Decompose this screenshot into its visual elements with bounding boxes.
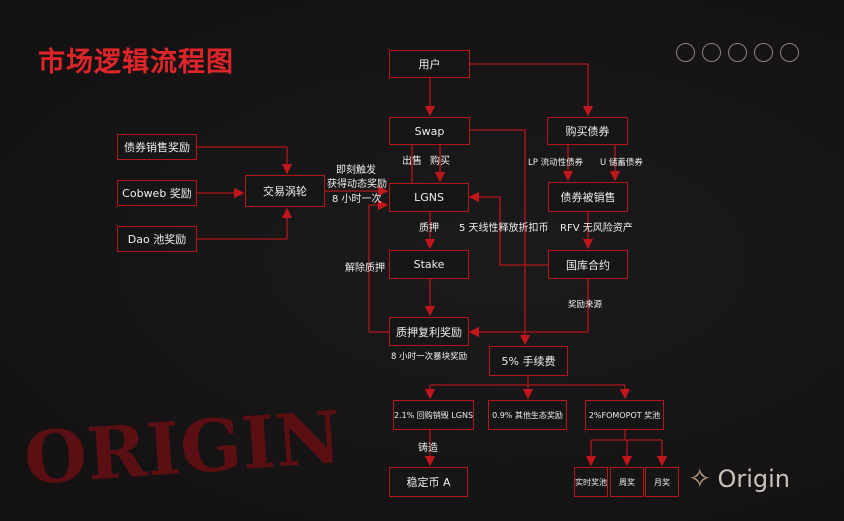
- bond-sold-node: 债券被销售: [548, 182, 628, 212]
- badge-icon: [676, 43, 695, 62]
- cobweb-node: Cobweb 奖励: [117, 180, 197, 206]
- badge-icon: [728, 43, 747, 62]
- badge-icon: [780, 43, 799, 62]
- rfv-label: RFV 无风险资产: [560, 223, 633, 234]
- turbine-node: 交易涡轮: [245, 175, 325, 207]
- monthly-node: 月奖: [645, 467, 679, 497]
- stablecoin-node: 稳定币 A: [389, 467, 468, 497]
- dynamic-reward-label: 获得动态奖励: [327, 179, 387, 190]
- logo-text: Origin: [717, 464, 791, 493]
- unstake-label: 解除质押: [345, 263, 385, 274]
- release-label: 5 天线性释放折扣币: [459, 223, 549, 234]
- origin-logo: ✧Origin: [688, 462, 790, 495]
- buy-label: 购买: [430, 156, 450, 167]
- dao-node: Dao 池奖励: [117, 226, 197, 252]
- lgns-node: LGNS: [389, 183, 469, 212]
- badge-icon: [754, 43, 773, 62]
- page-title: 市场逻辑流程图: [38, 47, 234, 78]
- logo-icon: ✧: [688, 462, 712, 495]
- partner-icons: [676, 43, 799, 62]
- rebase-label: 8 小时一次暴块奖励: [391, 352, 468, 362]
- u-bond-label: U 储蓄债券: [600, 158, 643, 168]
- pledge-label: 质押: [419, 223, 439, 234]
- mint-label: 铸造: [418, 443, 438, 454]
- eco-node: 0.9% 其他生态奖励: [488, 400, 567, 430]
- user-node: 用户: [389, 50, 470, 78]
- fomo-node: 2%FOMOPOT 奖池: [585, 400, 664, 430]
- buyback-node: 2.1% 回购销毁 LGNS: [393, 400, 474, 430]
- realtime-pool-node: 实时奖池: [574, 467, 608, 497]
- sell-label: 出售: [402, 156, 422, 167]
- buy-bond-node: 购买债券: [547, 117, 628, 145]
- interval-label: 8 小时一次: [332, 194, 382, 205]
- lp-bond-label: LP 流动性债券: [528, 158, 584, 168]
- trigger-label: 即刻触发: [336, 165, 376, 176]
- weekly-node: 周奖: [610, 467, 644, 497]
- stake-reward-node: 质押复利奖励: [389, 317, 469, 346]
- fee-node: 5% 手续费: [489, 346, 568, 376]
- swap-node: Swap: [389, 117, 470, 145]
- bond-reward-node: 债券销售奖励: [117, 134, 197, 160]
- treasury-node: 国库合约: [548, 250, 628, 279]
- stake-node: Stake: [389, 250, 469, 279]
- reward-source-label: 奖励来源: [568, 300, 603, 310]
- badge-icon: [702, 43, 721, 62]
